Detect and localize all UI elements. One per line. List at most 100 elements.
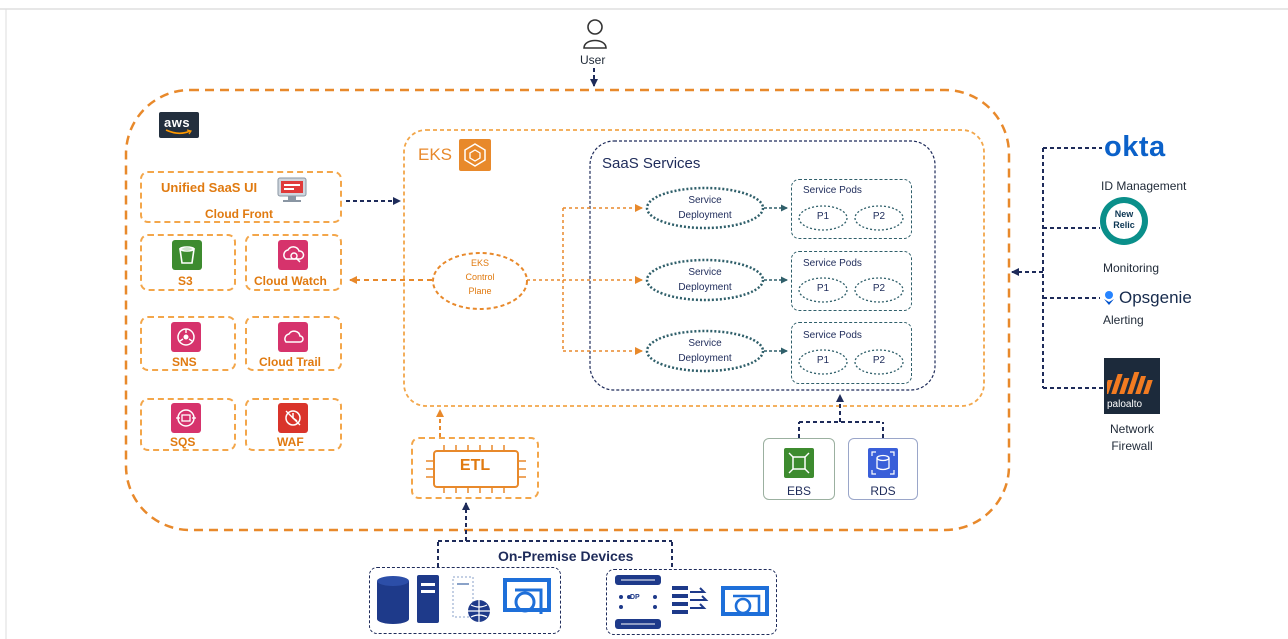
cloud-watch-box [245,234,342,291]
service-deployment-ellipse [645,329,765,373]
okta-caption: ID Management [1101,179,1187,193]
service-pods-box [791,179,912,239]
monitor-icon [277,177,307,202]
service-deployment-line2: Deployment [678,282,732,293]
sqs-box [140,398,236,451]
on-premise-label: On-Premise Devices [498,548,634,564]
etl-label: ETL [459,457,491,474]
pod-p2-label: P2 [872,283,886,294]
pod-p2-ellipse [854,277,904,303]
eks-control-plane-line1: EKS [470,258,489,268]
opsgenie-caption: Alerting [1103,313,1144,327]
unified-saas-ui-label: Unified SaaS UI [161,180,258,195]
pod-p1-label: P1 [816,283,830,294]
user-label: User [580,53,606,67]
waf-icon [278,403,308,433]
eks-control-plane-ellipse [432,252,528,310]
s3-icon [172,240,202,270]
remote-desktop-icon [503,578,551,614]
pod-p1-ellipse [798,205,848,231]
s3-box [140,234,236,291]
database-icon [377,576,409,624]
eks-boundary [403,129,985,407]
cloud-watch-icon [278,240,308,270]
service-deployment-ellipse [645,258,765,302]
okta-logo: okta [1104,131,1166,163]
eks-control-plane-line3: Plane [468,286,492,296]
data-transfer-icon [672,586,709,614]
newrelic-logo-line1: New [1114,209,1134,219]
pod-p1-ellipse [798,277,848,303]
opsgenie-logo: Opsgenie [1119,288,1192,307]
service-deployment-line1: Service [688,195,722,206]
cloud-watch-label: Cloud Watch [254,274,327,288]
pod-p2-label: P2 [872,355,886,366]
sns-label: SNS [172,355,197,369]
on-premise-group-right [606,569,777,635]
waf-box [245,398,342,451]
service-deployment-ellipse [645,186,765,230]
unified-saas-ui-box [140,171,342,223]
network-device-icon [615,575,661,629]
chip-text: DP [630,594,640,601]
eks-control-plane-line2: Control [465,272,495,282]
remote-display-icon [721,586,769,616]
cloud-trail-icon [278,322,308,352]
rds-label: RDS [870,484,896,498]
cloud-front-label: Cloud Front [205,207,273,221]
service-pods-title: Service Pods [803,185,862,196]
sqs-icon [171,403,201,433]
aws-logo: aws [159,112,199,138]
saas-services-title: SaaS Services [602,155,701,172]
pod-p1-label: P1 [816,211,830,222]
opsgenie-icon [1104,291,1114,305]
pod-p2-label: P2 [872,211,886,222]
ebs-box [763,438,835,500]
waf-label: WAF [277,435,304,449]
eks-icon [459,139,491,171]
etl-box [411,437,539,499]
pod-p2-ellipse [854,349,904,375]
pod-p1-ellipse [798,349,848,375]
newrelic-caption: Monitoring [1103,261,1160,275]
server-icon [417,575,439,623]
rds-icon [868,448,898,478]
ebs-label: EBS [786,484,811,498]
paloalto-logo-text: paloalto [1107,399,1143,410]
cloud-trail-label: Cloud Trail [259,355,322,369]
service-pods-box [791,251,912,311]
s3-label: S3 [178,274,193,288]
aws-smile-icon [165,129,192,135]
service-pods-box [791,322,912,384]
eks-title: EKS [418,145,453,164]
service-pods-title: Service Pods [803,258,862,269]
newrelic-logo: New Relic [1100,197,1148,245]
chip-icon [426,445,526,493]
rds-box [848,438,918,500]
ebs-icon [784,448,814,478]
sns-box [140,316,236,371]
aws-logo-text: aws [164,115,191,130]
pod-p1-label: P1 [816,355,830,366]
paloalto-caption-line1: Network [1109,422,1154,436]
on-premise-group-left [369,567,561,634]
service-deployment-line2: Deployment [678,353,732,364]
service-deployment-line1: Service [688,338,722,349]
sqs-label: SQS [170,435,196,449]
newrelic-logo-line2: Relic [1113,220,1135,230]
pod-p2-ellipse [854,205,904,231]
paloalto-bars-icon [1107,372,1153,394]
newrelic-logo-inner [1106,203,1142,239]
user-icon [583,19,607,49]
cloud-trail-box [245,316,342,371]
service-pods-title: Service Pods [803,330,862,341]
paloalto-caption-line2: Firewall [1111,439,1153,453]
saas-boundary [589,140,936,391]
service-deployment-line1: Service [688,267,722,278]
paloalto-logo: paloalto [1104,358,1160,414]
aws-boundary [124,88,1011,532]
web-server-icon [452,576,490,622]
sns-icon [171,322,201,352]
